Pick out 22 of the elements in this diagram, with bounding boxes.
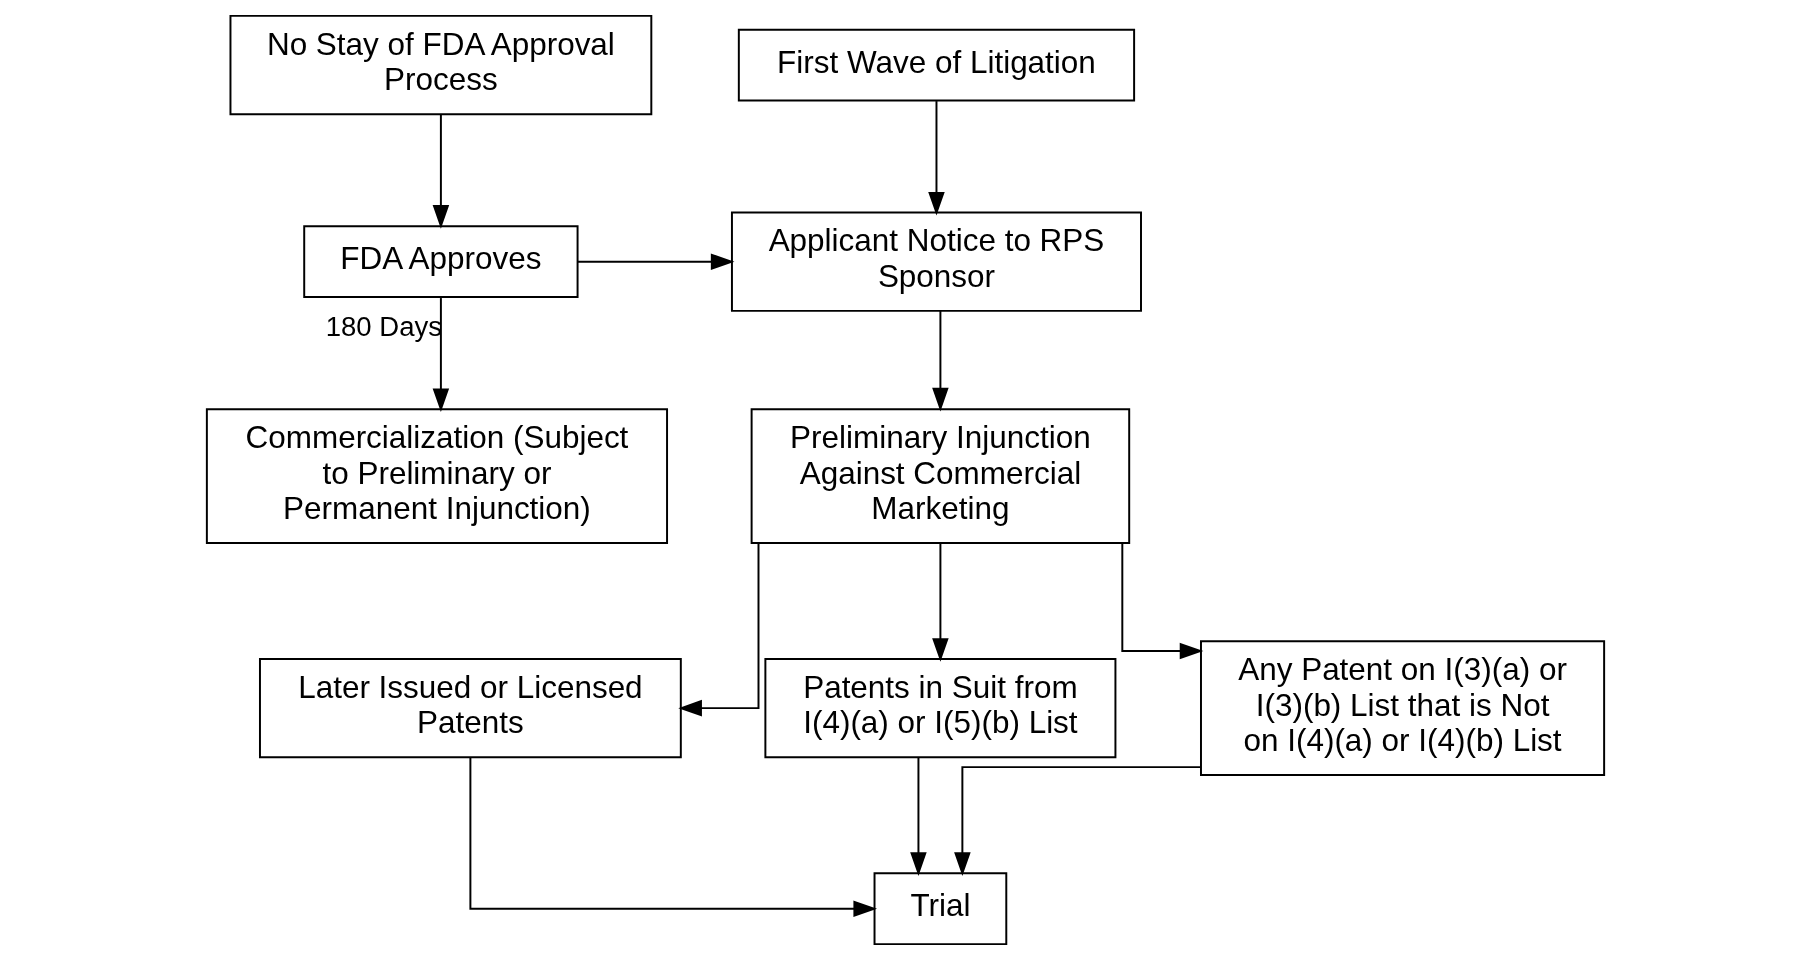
node-box: Commercialization (Subject to Preliminary or Permanent Injunction) xyxy=(205,408,668,544)
node-box: Preliminary Injunction Against Commercial Marketing xyxy=(750,408,1130,544)
node-box: Applicant Notice to RPS Sponsor xyxy=(730,211,1142,312)
arrow xyxy=(468,756,877,917)
arrow xyxy=(432,113,449,229)
node-box: FDA Approves xyxy=(302,225,579,299)
arrow xyxy=(953,766,1201,876)
node-box: Later Issued or Licensed Patents xyxy=(258,657,682,759)
arrow xyxy=(931,542,949,662)
arrow xyxy=(432,297,449,413)
arrow xyxy=(909,756,927,876)
node-box: No Stay of FDA Approval Process xyxy=(229,14,652,116)
node-box: First Wave of Litigation xyxy=(737,28,1135,102)
node-box: Patents in Suit from I(4)(a) or I(5)(b) List xyxy=(763,657,1116,759)
arrow xyxy=(931,309,949,412)
arrow xyxy=(927,100,945,216)
arrow xyxy=(576,253,734,270)
edge-label: 180 Days xyxy=(325,311,442,343)
arrow xyxy=(677,542,759,717)
node-box: Any Patent on I(3)(a) or I(3)(b) List that is Not on I(4)(a) or I(4)(b) List xyxy=(1199,640,1605,776)
node-box: Trial xyxy=(873,872,1007,946)
arrow xyxy=(1120,542,1203,660)
